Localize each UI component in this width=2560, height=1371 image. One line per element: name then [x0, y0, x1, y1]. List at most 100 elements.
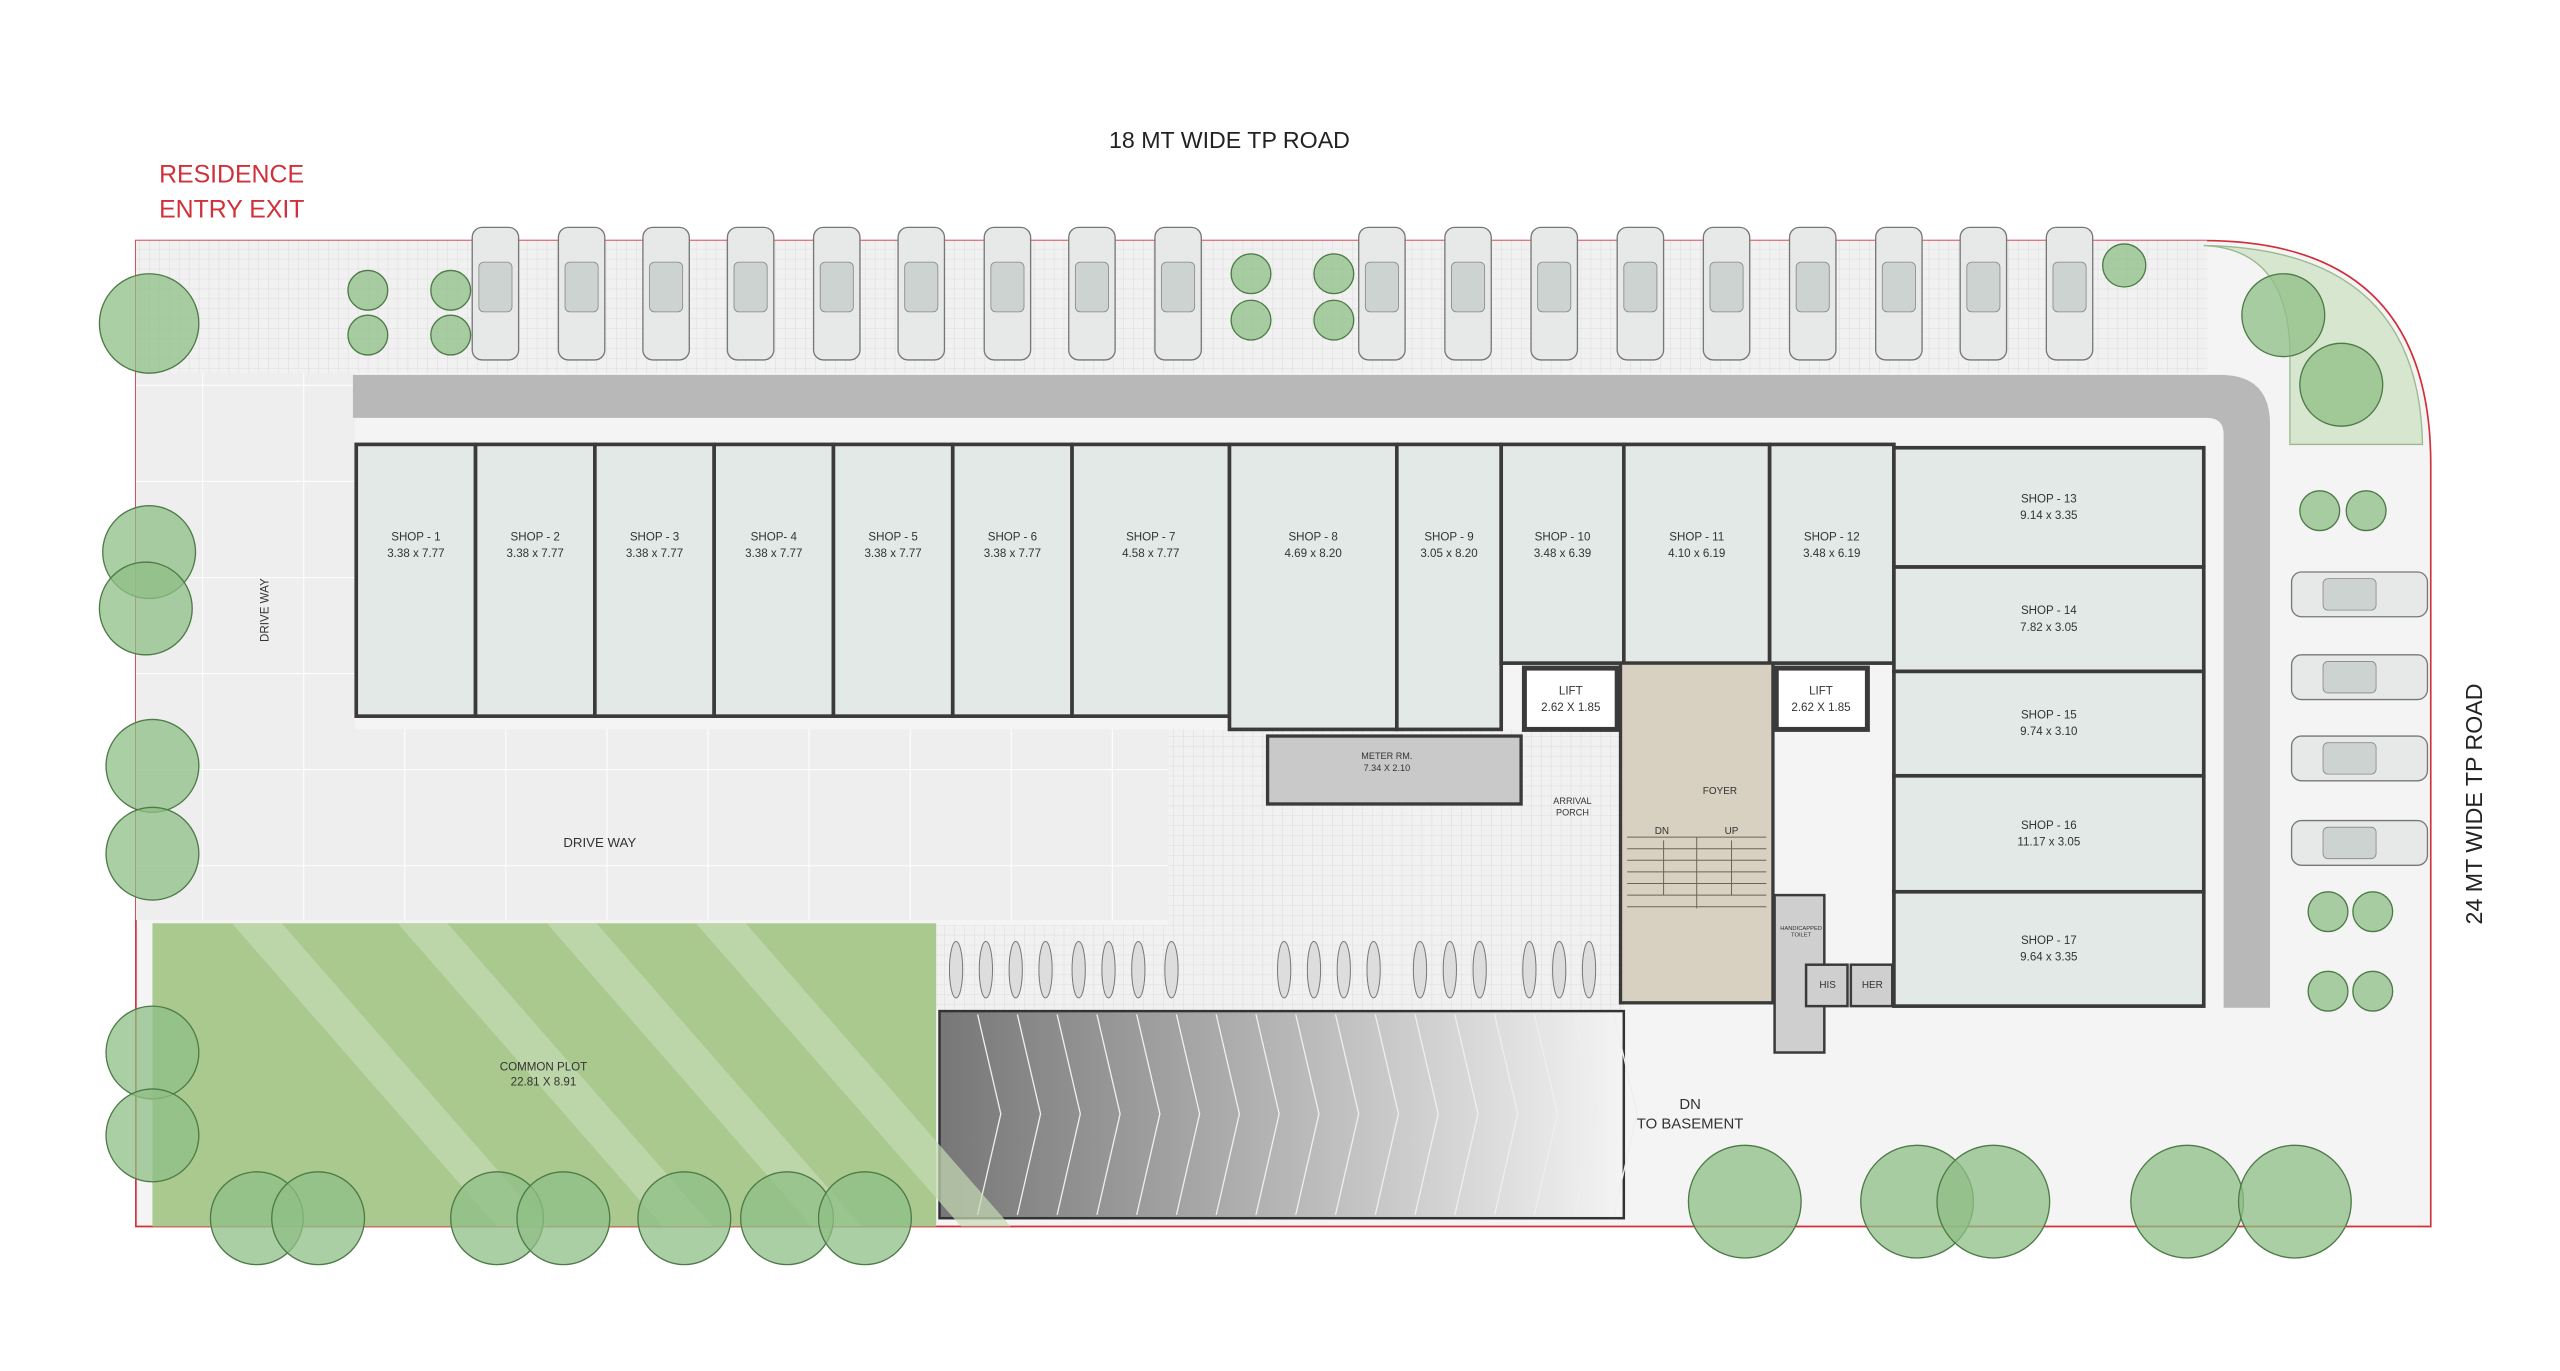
tree-icon — [637, 1171, 732, 1266]
car-roof — [649, 261, 684, 313]
ramp-chevron — [1175, 1014, 1201, 1216]
car-roof — [733, 261, 768, 313]
lower-drive-way — [152, 729, 1169, 920]
shop-10-label: SHOP - 10 — [1535, 532, 1591, 544]
trees — [98, 243, 2394, 1266]
drive-way-label: DRIVE WAY — [563, 835, 636, 850]
car-roof — [2322, 742, 2377, 775]
lift-2 — [1773, 665, 1870, 732]
shop-15-size: 9.74 x 3.10 — [2020, 726, 2077, 738]
car-roof — [2322, 578, 2377, 611]
basement-label-2: TO BASEMENT — [1637, 1117, 1744, 1133]
bike — [1366, 941, 1381, 999]
ramp-chevron — [976, 1014, 1002, 1216]
common-plot-label: COMMON PLOT — [500, 1062, 587, 1074]
bike — [1131, 941, 1146, 999]
bike — [1412, 941, 1428, 999]
shop-7 — [1070, 442, 1232, 718]
shop-9-size: 3.05 x 8.20 — [1420, 548, 1477, 560]
car-roof — [990, 261, 1025, 313]
shop-2-size: 3.38 x 7.77 — [507, 548, 564, 560]
shop-12-size: 3.48 x 6.19 — [1803, 548, 1860, 560]
ramp-chevron — [1454, 1014, 1479, 1216]
tree-icon — [1687, 1144, 1802, 1259]
tree-icon — [2102, 243, 2147, 288]
car-roof — [1795, 261, 1830, 313]
car-roof — [904, 261, 939, 313]
shop-15 — [1892, 669, 2206, 778]
car-roof — [1623, 261, 1658, 313]
shop-1-label: SHOP - 1 — [391, 532, 440, 544]
tree-icon — [105, 806, 200, 901]
shop-16-size: 11.17 x 3.05 — [2017, 836, 2080, 848]
bike — [978, 941, 994, 999]
shop-13-label: SHOP - 13 — [2021, 493, 2077, 505]
tree-icon — [430, 269, 472, 311]
tree-icon — [1230, 299, 1272, 341]
tree-icon — [2352, 970, 2394, 1012]
tree-icon — [2307, 891, 2349, 933]
her-label: HER — [1862, 980, 1883, 991]
shop-16 — [1892, 773, 2206, 894]
tree-icon — [1230, 253, 1272, 295]
ramp-chevron — [1573, 1014, 1598, 1216]
tree-icon — [1313, 299, 1355, 341]
residence-entry-label-2: ENTRY EXIT — [159, 196, 304, 223]
car-roof — [1074, 261, 1109, 313]
basement-label-1: DN — [1679, 1097, 1701, 1113]
meter-room-size: 7.34 X 2.10 — [1364, 763, 1411, 773]
ramp-chevron — [1255, 1014, 1280, 1216]
handicapped-toilet-label-1: HANDICAPPED — [1780, 926, 1822, 932]
shop-9 — [1394, 442, 1504, 732]
tree-icon — [271, 1171, 366, 1266]
plot-stripe — [695, 923, 1011, 1227]
plot-stripe — [546, 923, 862, 1227]
tree-icon — [516, 1171, 611, 1266]
ramp-chevron — [1096, 1014, 1121, 1216]
car-roof — [1451, 261, 1486, 313]
car-roof — [564, 261, 599, 313]
ramp-chevron — [1215, 1014, 1241, 1216]
tree-icon — [105, 1088, 200, 1183]
lift-1-size: 2.62 X 1.85 — [1541, 702, 1600, 714]
right-road-label: 24 MT WIDE TP ROAD — [2461, 683, 2487, 924]
shop-3 — [593, 442, 716, 718]
shop-17-label: SHOP - 17 — [2021, 935, 2077, 947]
arrival-porch-label-2: PORCH — [1556, 808, 1589, 818]
tree-icon — [98, 561, 193, 656]
tree-icon — [2299, 342, 2384, 427]
residence-entry-label-1: RESIDENCE — [159, 162, 304, 189]
shop-11-size: 4.10 x 6.19 — [1668, 548, 1725, 560]
shop-1-size: 3.38 x 7.77 — [387, 548, 444, 560]
bike — [1038, 941, 1053, 999]
shop-5 — [831, 442, 955, 718]
tree-icon — [105, 1005, 200, 1100]
ramp-chevrons — [976, 1014, 1638, 1216]
ramp-chevron — [1056, 1014, 1082, 1216]
car-roof — [1709, 261, 1744, 313]
shop-2 — [473, 442, 597, 718]
drive-way-vertical-label: DRIVE WAY — [259, 578, 271, 642]
tree-icon — [1313, 253, 1355, 295]
top-road-label: 18 MT WIDE TP ROAD — [1109, 127, 1350, 153]
bike-parking — [948, 941, 1597, 999]
bike — [1277, 941, 1292, 999]
foyer — [1618, 661, 1775, 1005]
shop-16-label: SHOP - 16 — [2021, 820, 2077, 832]
tree-icon — [2307, 970, 2349, 1012]
shop-4 — [712, 442, 836, 718]
car-roof — [1881, 261, 1916, 313]
shop-6-size: 3.38 x 7.77 — [984, 548, 1041, 560]
bike — [1164, 941, 1179, 999]
shop-4-label: SHOP- 4 — [751, 532, 798, 544]
shop-17-size: 9.64 x 3.35 — [2020, 952, 2077, 964]
bike — [1336, 941, 1351, 999]
shop-4-size: 3.38 x 7.77 — [745, 548, 802, 560]
tree-icon — [2241, 273, 2326, 358]
tree-icon — [817, 1171, 912, 1266]
common-plot-size: 22.81 X 8.91 — [511, 1077, 577, 1089]
shop-14-size: 7.82 x 3.05 — [2020, 622, 2077, 634]
shop-13 — [1892, 445, 2206, 569]
